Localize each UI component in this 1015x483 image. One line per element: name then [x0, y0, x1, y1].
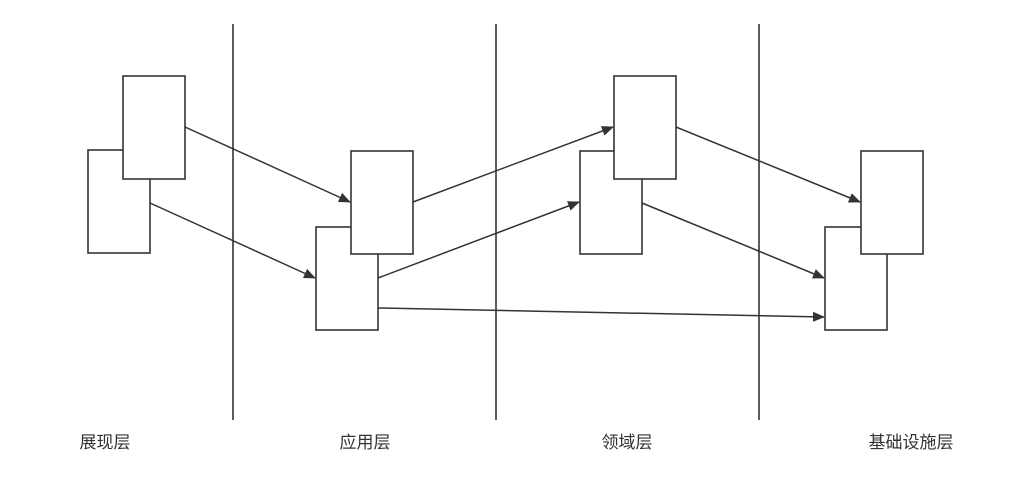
layer-label-infrastructure: 基础设施层 — [869, 433, 954, 453]
application-box-upper — [350, 150, 414, 255]
arrow-application-upper-to-domain-upper — [412, 126, 614, 203]
arrow-domain-lower-to-infrastructure-lower — [641, 202, 825, 279]
arrow-application-lower-to-domain-lower — [377, 201, 580, 279]
arrow-application-lower-to-infrastructure-lower — [377, 307, 825, 322]
presentation-box-front — [122, 75, 186, 180]
layer-label-domain: 领域层 — [602, 433, 653, 453]
layer-label-presentation: 展现层 — [80, 433, 131, 453]
layer-label-application: 应用层 — [340, 433, 391, 453]
infrastructure-box-upper — [860, 150, 924, 255]
domain-box-upper — [613, 75, 677, 180]
arrow-presentation-front-to-application-upper — [184, 126, 351, 203]
arrow-presentation-back-to-application-lower — [149, 202, 316, 279]
arrow-domain-upper-to-infrastructure-upper — [675, 126, 861, 203]
